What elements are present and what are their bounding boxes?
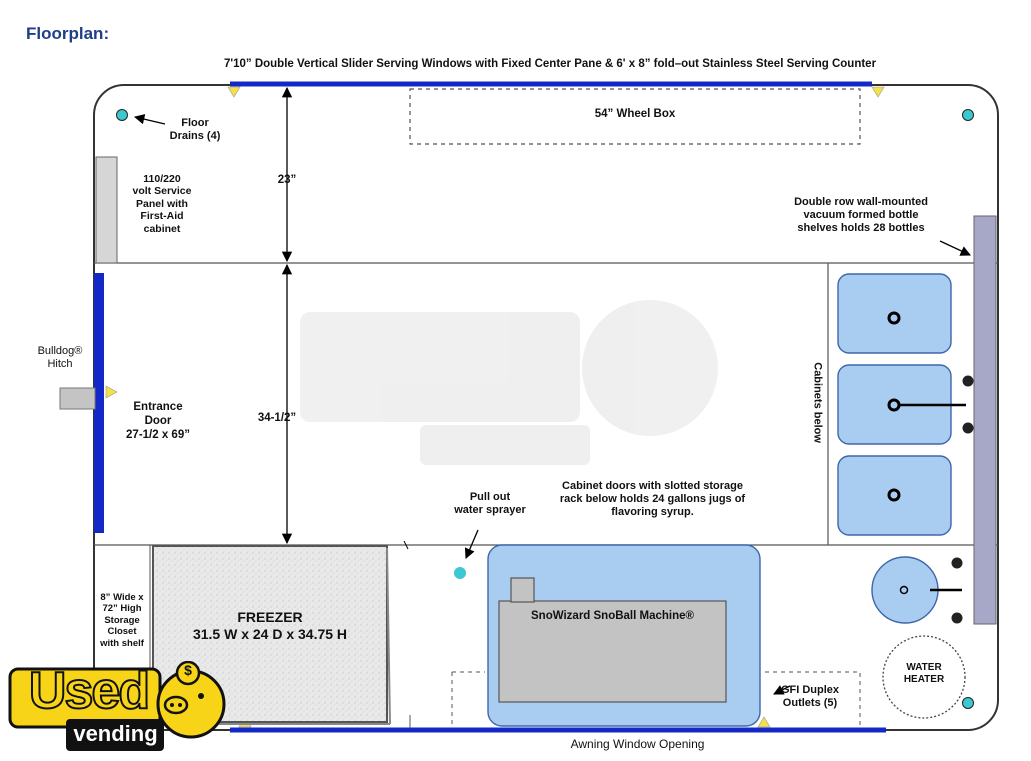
entrance-door-label: Entrance Door 27-1/2 x 69” — [108, 401, 208, 442]
label-line: with shelf — [100, 637, 144, 649]
bottle-shelves-label: Double row wall-mounted vacuum formed bo… — [776, 196, 946, 236]
label-line: HEATER — [903, 674, 945, 685]
snoball-label: SnoWizard SnoBall Machine® — [531, 610, 694, 622]
floor-drains-line: Drains (4) — [169, 130, 221, 143]
sprayer-pointer — [464, 529, 479, 559]
floor-drains-line: Floor — [181, 117, 209, 129]
window-marker — [871, 86, 885, 98]
logo-graphic — [8, 660, 226, 751]
window-marker — [757, 716, 771, 728]
floor-drain-icon — [962, 109, 974, 121]
label-line: water sprayer — [454, 504, 526, 517]
logo-sub: vending — [73, 721, 158, 746]
faucet-knob — [962, 375, 974, 387]
label-line: GFI Duplex — [780, 684, 840, 696]
label-line: volt Service — [132, 185, 192, 198]
label-line: WATER — [906, 662, 942, 673]
label-line: Outlets (5) — [782, 697, 838, 710]
hitch-label: Bulldog® Hitch — [30, 345, 90, 371]
water-heater — [882, 635, 966, 719]
label-line: vacuum formed bottle — [803, 209, 919, 222]
watermark — [300, 300, 718, 465]
label-line: 72” High — [102, 603, 142, 615]
gfi-pointer — [773, 685, 791, 695]
label-line: First-Aid — [140, 210, 184, 223]
label-line: Pull out — [469, 491, 511, 503]
label-line: cabinet — [143, 222, 181, 235]
storage-closet-label: 8” Wide x 72” High Storage Closet with s… — [94, 592, 150, 649]
snoball-machine — [498, 600, 727, 703]
label-line: Closet — [107, 626, 137, 638]
bottom-caption: Awning Window Opening — [570, 737, 705, 751]
window-marker — [227, 86, 241, 98]
page-title: Floorplan: — [26, 24, 110, 43]
label-line: Door — [144, 414, 172, 427]
label-line: Panel with — [136, 197, 188, 210]
tick-mark — [403, 540, 409, 550]
snoball-hopper — [510, 577, 535, 603]
entrance-door-bar — [94, 273, 104, 533]
label-line: 27-1/2 x 69” — [126, 428, 190, 441]
used-vending-logo: Used vending $ — [6, 660, 231, 756]
drain-icon — [887, 311, 901, 325]
door-marker — [105, 385, 118, 399]
label-line: Cabinet doors with slotted storage — [562, 480, 743, 492]
faucet-knob — [951, 557, 963, 569]
sink-basin — [837, 455, 952, 536]
label-line: 8” Wide x — [100, 592, 144, 603]
service-panel-label: 110/220 volt Service Panel with First-Ai… — [122, 173, 202, 235]
dim-34-label: 34-1/2” — [257, 412, 297, 424]
label-line: 110/220 — [143, 173, 181, 185]
faucet-knob — [951, 612, 963, 624]
dim-23-label: 23” — [277, 174, 297, 186]
label-line: shelves holds 28 bottles — [797, 222, 925, 235]
label-line: Entrance — [133, 401, 183, 413]
service-panel — [95, 156, 118, 264]
water-heater-label: WATER HEATER — [889, 662, 959, 686]
hand-sink — [871, 556, 939, 624]
logo-dollar-icon: $ — [184, 662, 192, 678]
bulldog-hitch — [59, 387, 96, 410]
floor-drain-icon — [454, 567, 466, 579]
label-line: flavoring syrup. — [611, 506, 694, 519]
faucet-knob — [962, 422, 974, 434]
cabinets-below-label: Cabinets below — [811, 362, 824, 443]
freezer-dims: 31.5 W x 24 D x 34.75 H — [192, 625, 348, 642]
drain-icon — [899, 585, 909, 595]
floor-drains-label: Floor Drains (4) — [160, 117, 230, 143]
water-sprayer-label: Pull out water sprayer — [440, 491, 540, 517]
gfi-label: GFI Duplex Outlets (5) — [770, 684, 850, 710]
logo-word: Used — [28, 662, 151, 720]
floor-drain-icon — [116, 109, 128, 121]
wheel-box-label: 54” Wheel Box — [594, 108, 676, 120]
cabinet-doors-label: Cabinet doors with slotted storage rack … — [535, 480, 770, 520]
drain-icon — [887, 488, 901, 502]
floor-drain-icon — [962, 697, 974, 709]
label-line: rack below holds 24 gallons jugs of — [559, 493, 746, 506]
label-line: Hitch — [47, 358, 73, 371]
label-line: Storage — [104, 614, 140, 626]
freezer-title: FREEZER — [237, 609, 303, 625]
bottle-shelves — [973, 215, 997, 625]
freezer-label: FREEZER 31.5 W x 24 D x 34.75 H — [160, 609, 380, 643]
drains-pointer — [133, 114, 166, 125]
shelves-pointer — [939, 240, 971, 256]
top-caption: 7'10” Double Vertical Slider Serving Win… — [223, 58, 877, 70]
label-line: Bulldog® — [37, 345, 83, 357]
freezer-edge — [386, 547, 391, 725]
label-line: Double row wall-mounted — [794, 196, 928, 208]
wheel-box — [409, 88, 861, 145]
